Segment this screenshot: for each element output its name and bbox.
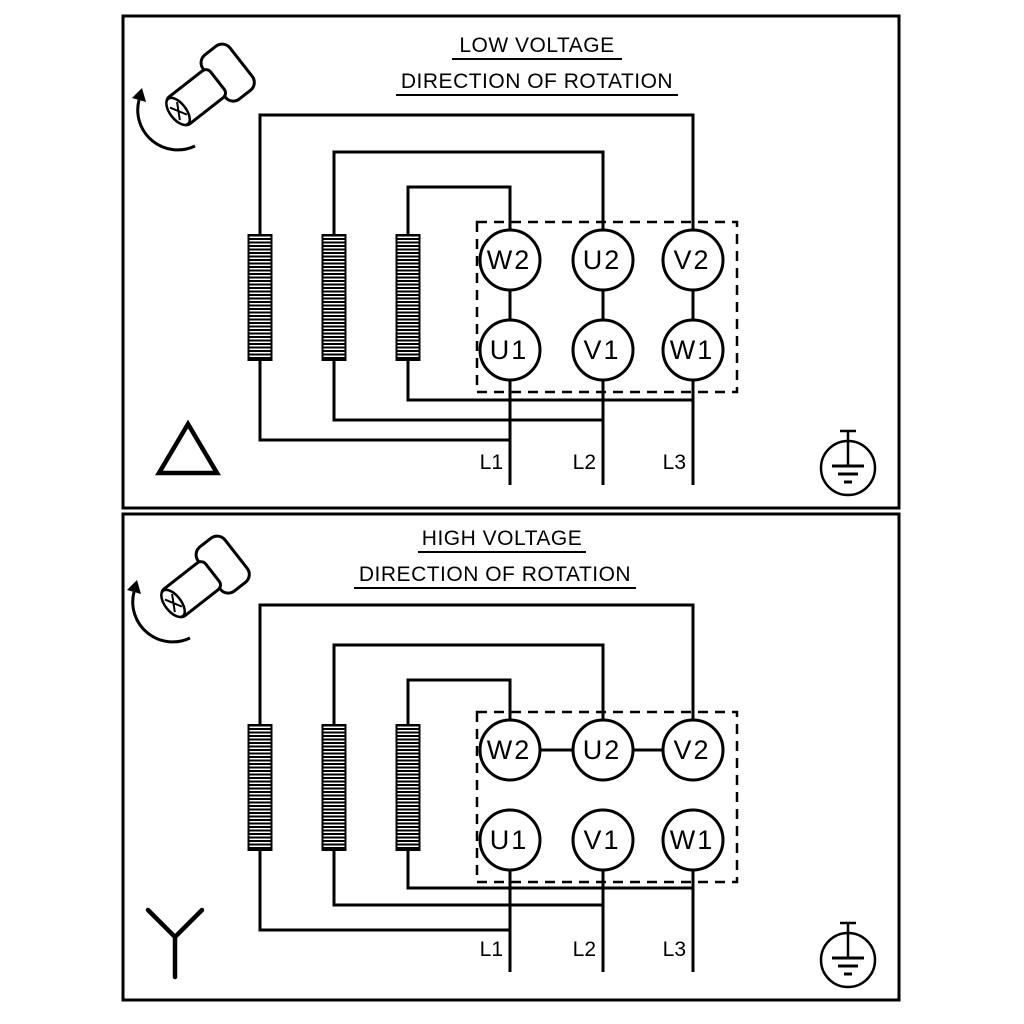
terminal-w2-label: W2 [487,245,532,275]
earth-ground-icon [819,429,877,497]
wire-coil3-to-w1 [406,360,693,402]
supply-line-l1-label: L1 [480,938,503,961]
supply-line-l2-label: L2 [573,451,596,474]
panel-subtitle: DIRECTION OF ROTATION [401,70,673,93]
supply-wires [508,380,695,485]
earth-ground-icon [819,921,877,989]
rotation-arrow-arc [131,591,191,644]
panel-title: HIGH VOLTAGE [422,527,582,550]
winding-coil-2 [321,234,347,361]
motor-shaft-rotation-icon [132,42,256,152]
terminal-w1-label: W1 [670,335,715,365]
wire-coil1-to-u1 [258,360,510,442]
supply-line-l2-label: L2 [573,938,596,961]
panel-border [121,14,901,510]
terminal-box [475,710,739,884]
terminal-w2 [478,718,542,782]
star-connection-icon [145,907,205,980]
terminal-v2 [661,228,725,292]
terminal-u2 [571,718,635,782]
winding-coil-1 [247,724,273,851]
rotation-arrow-head-icon [127,580,141,594]
terminal-v1-label: V1 [583,825,620,855]
wire-coil1-to-v2 [258,113,695,235]
earth-stem [840,429,856,466]
supply-line-l1-label: L1 [480,451,503,474]
terminal-w1 [661,808,725,872]
wire-coil2-to-v1 [332,850,603,907]
terminal-v2-label: V2 [673,245,710,275]
panel-border [121,512,901,1002]
earth-stem [840,921,856,958]
terminal-u1 [478,318,542,382]
terminal-v2-label: V2 [673,735,710,765]
supply-line-l3-label: L3 [663,451,686,474]
terminal-u2 [571,228,635,292]
wire-coil2-to-v1 [332,360,603,422]
terminal-u1-label: U1 [490,335,529,365]
delta-connection-icon [155,419,221,476]
terminal-u1 [478,808,542,872]
delta-link-wires [508,290,695,320]
terminal-v1 [571,318,635,382]
winding-coil-1 [247,234,273,361]
panel-title: LOW VOLTAGE [459,34,614,57]
terminal-w1 [661,318,725,382]
terminal-v1-label: V1 [583,335,620,365]
earth-bars [832,464,864,484]
supply-line-l3-label: L3 [663,938,686,961]
terminal-w2-label: W2 [487,735,532,765]
wire-coil3-to-w2 [406,185,512,235]
terminal-v2 [661,718,725,782]
shaft-keyway-x [164,593,183,613]
wire-coil2-to-u2 [332,643,605,725]
panel-high-voltage: HIGH VOLTAGE DIRECTION OF ROTATION [121,512,901,1002]
wire-coil3-to-w1 [406,850,693,890]
motor-shaft-rotation-icon [127,534,251,644]
winding-coil-2 [321,724,347,851]
rotation-arrow-arc [136,99,196,152]
terminal-u2-label: U2 [583,245,622,275]
panel-subtitle: DIRECTION OF ROTATION [359,563,631,586]
winding-coil-3 [395,234,421,361]
wire-coil1-to-u1 [258,850,510,932]
wire-coil1-to-v2 [258,603,695,725]
terminal-w1-label: W1 [670,825,715,855]
wire-coil3-to-w2 [406,678,512,725]
terminal-u1-label: U1 [490,825,529,855]
terminal-box [475,220,739,394]
earth-bars [832,956,864,976]
terminal-u2-label: U2 [583,735,622,765]
winding-coil-3 [395,724,421,851]
shaft-keyway-x [169,101,188,121]
terminal-v1 [571,808,635,872]
terminal-w2 [478,228,542,292]
panel-low-voltage: LOW VOLTAGE DIRECTION OF ROTATION [121,14,901,510]
wire-coil2-to-u2 [332,150,605,235]
rotation-arrow-head-icon [132,88,146,102]
supply-wires [508,870,695,972]
